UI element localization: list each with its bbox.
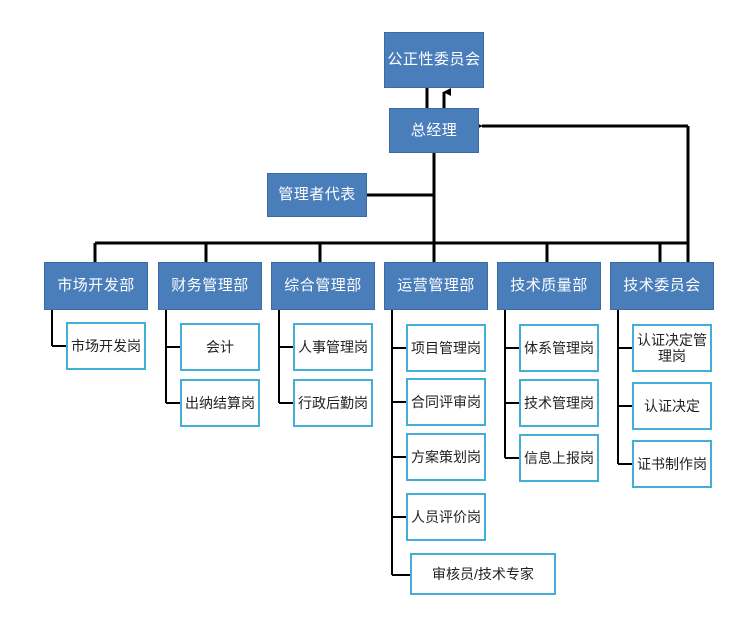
node-label: 总经理 xyxy=(410,121,458,139)
node-role-personnel-evaluation[interactable]: 人员评价岗 xyxy=(406,493,486,541)
node-label: 财务管理部 xyxy=(171,277,249,295)
node-role-certification-decision-management[interactable]: 认证决定管理岗 xyxy=(632,324,712,372)
node-management-representative[interactable]: 管理者代表 xyxy=(267,173,367,217)
node-role-scheme-planning[interactable]: 方案策划岗 xyxy=(406,433,486,481)
node-role-auditor-technical-expert[interactable]: 审核员/技术专家 xyxy=(410,553,556,595)
node-label: 公正性委员会 xyxy=(387,51,481,69)
node-dept-technical-committee[interactable]: 技术委员会 xyxy=(610,262,714,310)
node-dept-general-management[interactable]: 综合管理部 xyxy=(271,262,375,310)
node-role-technical-management[interactable]: 技术管理岗 xyxy=(519,379,599,427)
node-role-market-development-post[interactable]: 市场开发岗 xyxy=(66,322,146,370)
node-dept-operations-management[interactable]: 运营管理部 xyxy=(384,262,488,310)
node-label: 认证决定 xyxy=(644,397,700,414)
node-role-certificate-production[interactable]: 证书制作岗 xyxy=(632,440,712,488)
node-label: 人事管理岗 xyxy=(298,338,368,355)
node-general-manager[interactable]: 总经理 xyxy=(389,108,479,153)
node-label: 运营管理部 xyxy=(397,277,475,295)
node-role-hr-management[interactable]: 人事管理岗 xyxy=(293,323,373,371)
node-label: 技术质量部 xyxy=(510,277,588,295)
node-role-contract-review[interactable]: 合同评审岗 xyxy=(406,378,486,426)
node-label: 合同评审岗 xyxy=(411,393,481,410)
node-role-cashier-settlement[interactable]: 出纳结算岗 xyxy=(180,379,260,427)
node-label: 市场开发部 xyxy=(57,277,135,295)
node-label: 会计 xyxy=(206,338,234,355)
node-role-system-management[interactable]: 体系管理岗 xyxy=(519,324,599,372)
node-label: 技术委员会 xyxy=(623,277,701,295)
node-label: 综合管理部 xyxy=(284,277,362,295)
node-role-project-management[interactable]: 项目管理岗 xyxy=(406,324,486,372)
node-label: 出纳结算岗 xyxy=(185,394,255,411)
node-dept-technical-quality[interactable]: 技术质量部 xyxy=(497,262,601,310)
node-role-accounting[interactable]: 会计 xyxy=(180,323,260,371)
node-label: 技术管理岗 xyxy=(524,394,594,411)
node-label: 体系管理岗 xyxy=(524,339,594,356)
node-label: 审核员/技术专家 xyxy=(432,565,534,582)
node-label: 认证决定管理岗 xyxy=(637,331,707,364)
node-role-certification-decision[interactable]: 认证决定 xyxy=(632,382,712,430)
node-role-administrative-logistics[interactable]: 行政后勤岗 xyxy=(293,379,373,427)
node-label: 方案策划岗 xyxy=(411,448,481,465)
node-label: 管理者代表 xyxy=(278,186,356,204)
node-impartiality-committee[interactable]: 公正性委员会 xyxy=(384,32,484,88)
node-label: 市场开发岗 xyxy=(71,337,141,354)
node-role-information-reporting[interactable]: 信息上报岗 xyxy=(519,434,599,482)
node-label: 项目管理岗 xyxy=(411,339,481,356)
node-label: 行政后勤岗 xyxy=(298,394,368,411)
node-label: 证书制作岗 xyxy=(637,455,707,472)
node-dept-finance-management[interactable]: 财务管理部 xyxy=(158,262,262,310)
node-label: 信息上报岗 xyxy=(524,449,594,466)
node-dept-market-development[interactable]: 市场开发部 xyxy=(44,262,148,310)
node-label: 人员评价岗 xyxy=(411,508,481,525)
